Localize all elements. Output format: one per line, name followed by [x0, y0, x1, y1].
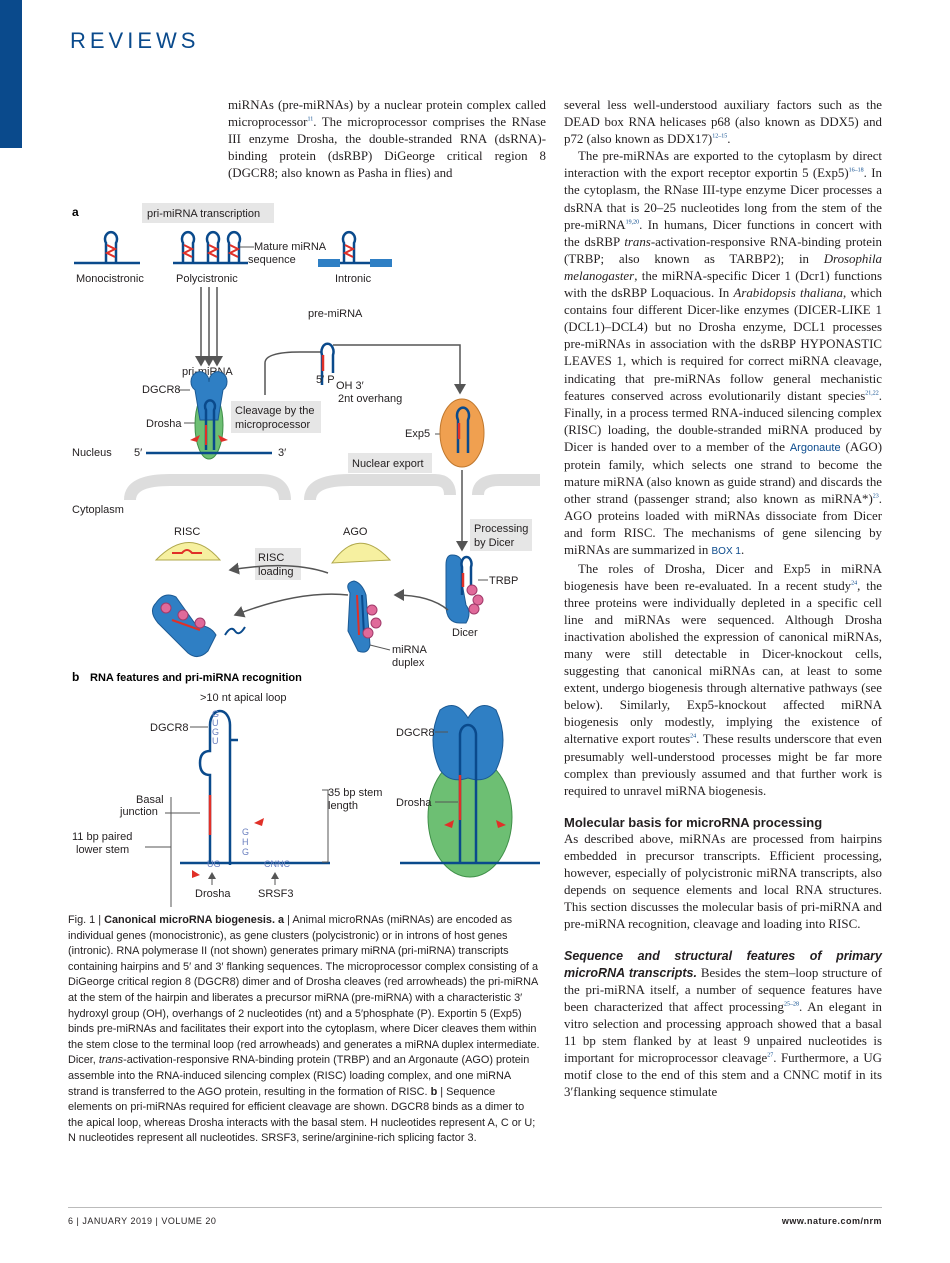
footer-issue: 6 | JANUARY 2019 | VOLUME 20	[68, 1216, 217, 1226]
mirna-label: miRNA	[392, 644, 427, 656]
intronic-gene	[318, 230, 390, 265]
footer-rule	[68, 1207, 882, 1208]
nucleus-label: Nucleus	[72, 447, 112, 459]
risc-complex	[152, 594, 246, 657]
oh3-label: OH 3′	[336, 380, 364, 392]
apical-label: >10 nt apical loop	[200, 692, 287, 704]
paragraph-2: The pre-miRNAs are exported to the cytop…	[564, 149, 883, 558]
panel-b-label: b	[72, 670, 79, 684]
cnnc-motif: CNNC	[264, 859, 290, 869]
three-prime-label: 3′	[278, 447, 286, 459]
risc-label: RISC	[174, 526, 200, 538]
drosha-b-label: Drosha	[195, 888, 231, 900]
svg-text:U: U	[212, 736, 219, 746]
mature-label-1: Mature miRNA	[254, 241, 327, 253]
stem-label-1: 35 bp stem	[328, 787, 382, 799]
mono-label: Monocistronic	[76, 273, 144, 285]
heading-molecular-basis: Molecular basis for microRNA processing	[564, 814, 823, 830]
processing-label-2: by Dicer	[474, 537, 515, 549]
exp5-protein	[439, 398, 485, 468]
argonaute-link[interactable]: Argonaute	[789, 441, 841, 454]
dgcr8-b2-label: DGCR8	[396, 727, 435, 739]
section-header: REVIEWS	[70, 28, 200, 53]
svg-text:G: G	[212, 727, 219, 737]
ug-motif: UG	[207, 859, 221, 869]
processing-label-1: Processing	[474, 523, 528, 535]
cytoplasm-label: Cytoplasm	[72, 504, 124, 516]
box1-link[interactable]: BOX 1	[711, 546, 741, 558]
exp5-label: Exp5	[405, 428, 430, 440]
dgcr8-label: DGCR8	[142, 384, 181, 396]
right-column: several less well-understood auxiliary f…	[564, 97, 882, 1101]
footer-url[interactable]: www.nature.com/nrm	[781, 1216, 882, 1226]
duplex-label: duplex	[392, 657, 425, 669]
paragraph-1: several less well-understood auxiliary f…	[564, 98, 882, 147]
paragraph-5: Sequence and structural features of prim…	[564, 948, 882, 1100]
risc-loading-label-2: loading	[258, 566, 293, 578]
pre-mirna-label: pre-miRNA	[308, 308, 363, 320]
dgcr8-b-label: DGCR8	[150, 722, 189, 734]
cleavage-label-1: Cleavage by the	[235, 405, 315, 417]
trbp-label: TRBP	[489, 575, 518, 587]
overhang-label: 2nt overhang	[338, 393, 402, 405]
intro-paragraph: miRNAs (pre-miRNAs) by a nuclear protein…	[228, 98, 546, 181]
paired-label-2: lower stem	[76, 844, 129, 856]
basal-label-1: Basal	[136, 794, 164, 806]
figure-1: a pri-miRNA transcription Mature miRNA s…	[72, 203, 540, 907]
figure-caption: Fig. 1 | Canonical microRNA biogenesis. …	[68, 914, 540, 1145]
paired-label-1: 11 bp paired	[72, 831, 132, 843]
microprocessor-complex	[190, 371, 228, 460]
intronic-label: Intronic	[335, 273, 372, 285]
srsf3-label: SRSF3	[258, 888, 293, 900]
svg-text:U: U	[212, 718, 219, 728]
nuclear-export-box	[348, 453, 432, 473]
risc-loading-label-1: RISC	[258, 552, 284, 564]
panel-b-microprocessor	[400, 705, 540, 878]
basal-label-2: junction	[119, 806, 158, 818]
nuclear-export-label: Nuclear export	[352, 458, 424, 470]
dicer-label: Dicer	[452, 627, 478, 639]
dicer-complex	[445, 554, 484, 624]
mature-label-2: sequence	[248, 254, 296, 266]
cleavage-box	[231, 401, 321, 433]
risc-loading-box	[255, 548, 301, 580]
panel-b-title: RNA features and pri-miRNA recognition	[90, 672, 302, 684]
pri-transcription-label: pri-miRNA transcription	[147, 208, 260, 220]
paragraph-3: The roles of Drosha, Dicer and Exp5 in m…	[564, 561, 883, 798]
pre-mirna-hairpin	[320, 342, 335, 385]
mirna-duplex-complex	[347, 580, 382, 653]
processing-box	[470, 519, 532, 551]
drosha-b2-label: Drosha	[396, 797, 432, 809]
5p-label: 5′ P	[316, 374, 335, 386]
monocistronic-gene	[74, 230, 140, 265]
cleavage-label-2: microprocessor	[235, 419, 311, 431]
svg-text:G: G	[242, 827, 249, 837]
section-sidebar-bar	[0, 0, 22, 148]
five-prime-label: 5′	[134, 447, 142, 459]
panel-a-label: a	[72, 205, 79, 219]
pri-transcription-box	[142, 203, 274, 223]
ago-label: AGO	[343, 526, 368, 538]
paragraph-4: As described above, miRNAs are processed…	[564, 831, 882, 932]
drosha-label: Drosha	[146, 418, 182, 430]
polycistronic-gene	[173, 230, 248, 265]
svg-text:G: G	[242, 847, 249, 857]
stem-label-2: length	[328, 800, 358, 812]
svg-text:H: H	[242, 837, 249, 847]
poly-label: Polycistronic	[176, 273, 238, 285]
svg-text:G: G	[212, 709, 219, 719]
